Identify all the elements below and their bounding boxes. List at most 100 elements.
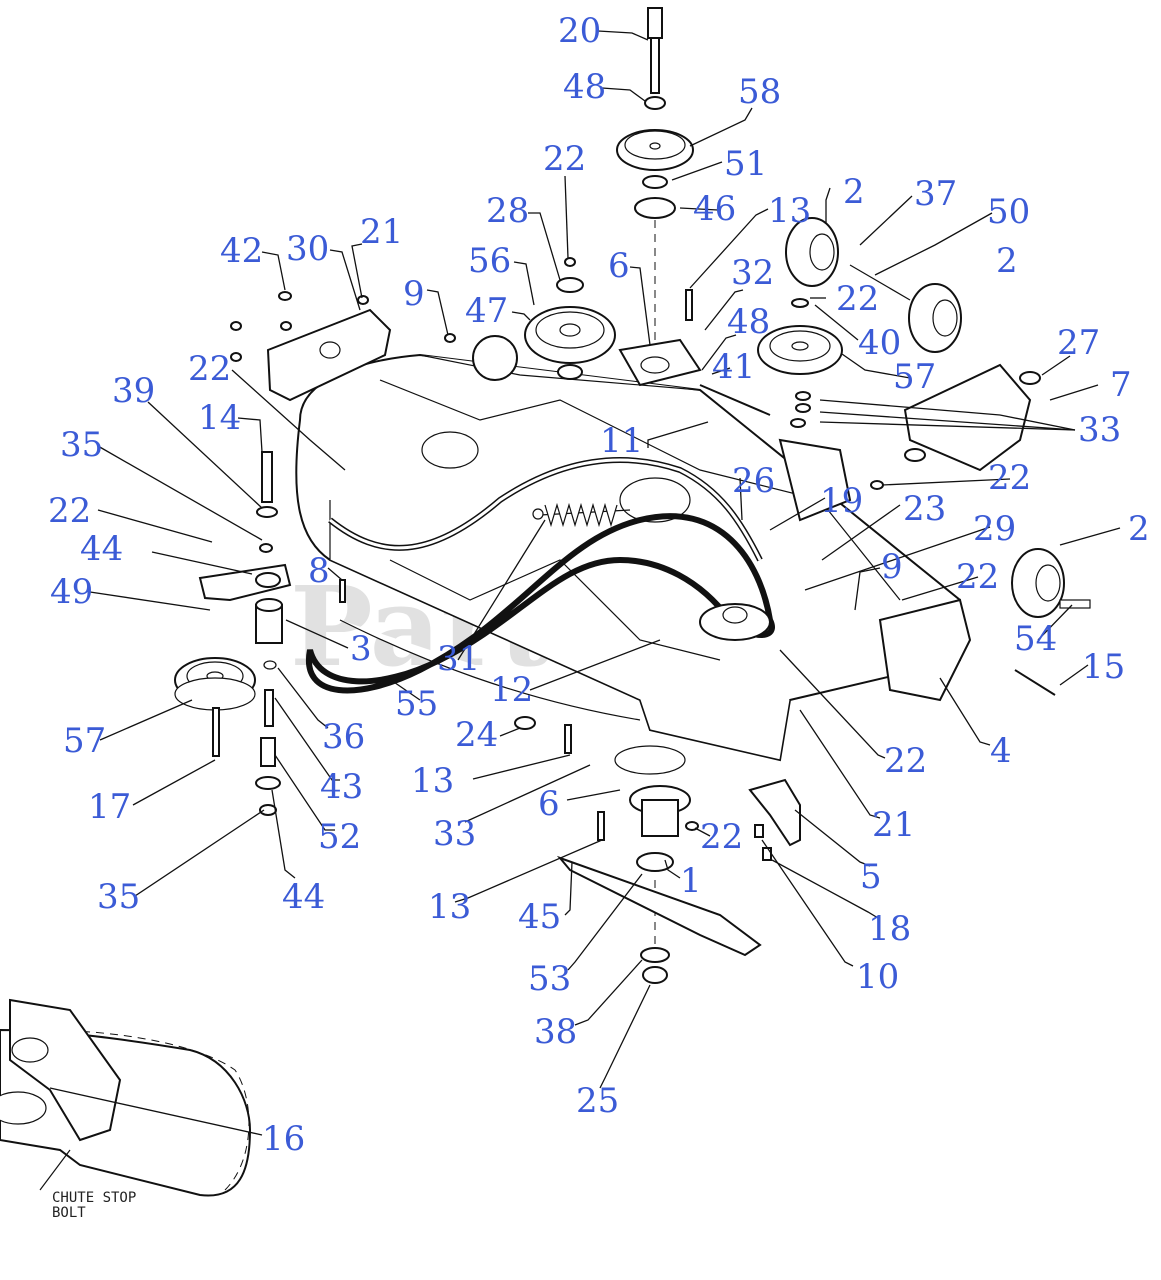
right-spindle — [699, 603, 771, 641]
callout-7: 7 — [1110, 365, 1132, 405]
callout-20: 20 — [558, 11, 601, 51]
right-bracket — [790, 363, 1041, 490]
bolt-13-mid — [564, 724, 572, 754]
callout-53: 53 — [528, 959, 571, 999]
callout-19: 19 — [820, 481, 863, 521]
callout-17: 17 — [88, 787, 131, 827]
bolt-10 — [754, 824, 764, 838]
callout-33-b: 33 — [433, 814, 476, 854]
callout-22-e: 22 — [48, 491, 91, 531]
callout-48-mid: 48 — [727, 302, 770, 342]
callout-23: 23 — [903, 489, 946, 529]
callout-52: 52 — [318, 817, 361, 857]
callout-41: 41 — [712, 347, 755, 387]
callout-11: 11 — [600, 421, 643, 461]
callout-54: 54 — [1014, 619, 1057, 659]
callout-44-a: 44 — [80, 529, 123, 569]
callout-24: 24 — [455, 715, 498, 755]
rod-11 — [699, 384, 771, 416]
callout-21-a: 21 — [360, 212, 403, 252]
wheel-right — [1011, 548, 1091, 618]
callout-27: 27 — [1057, 323, 1100, 363]
callout-57-top: 57 — [893, 357, 936, 397]
callout-21-b: 21 — [872, 805, 915, 845]
callout-42: 42 — [220, 231, 263, 271]
callout-22-h: 22 — [700, 817, 743, 857]
callout-50: 50 — [987, 192, 1030, 232]
bolt-18 — [762, 847, 772, 861]
callout-18: 18 — [868, 909, 911, 949]
callout-16: 16 — [262, 1119, 305, 1159]
callout-36: 36 — [322, 717, 365, 757]
callout-22-b: 22 — [836, 279, 879, 319]
callout-33-a: 33 — [1078, 410, 1121, 450]
bracket-5 — [748, 778, 801, 847]
callout-44-b: 44 — [282, 877, 325, 917]
callout-4: 4 — [990, 731, 1012, 771]
callout-37: 37 — [914, 174, 957, 214]
callout-13-b: 13 — [411, 761, 454, 801]
callout-56: 56 — [468, 241, 511, 281]
callout-45: 45 — [518, 897, 561, 937]
left-pulley — [174, 657, 256, 757]
callout-numbers: 20 48 58 22 51 46 28 13 2 37 50 2 42 30 … — [48, 11, 1150, 1159]
callout-38: 38 — [534, 1012, 577, 1052]
bracket-plate — [230, 291, 392, 402]
center-spindle-stack — [614, 7, 702, 984]
bolt-9 — [444, 333, 456, 343]
callout-13-c: 13 — [428, 887, 471, 927]
bolt-13-top — [685, 289, 693, 321]
wheel-upper-right — [849, 264, 962, 353]
mower-blade — [556, 855, 762, 957]
leader-lines — [49, 30, 1121, 1136]
wheel-behind-deck — [472, 335, 518, 381]
callout-2-c: 2 — [1128, 509, 1150, 549]
callout-57-left: 57 — [63, 721, 106, 761]
callout-14: 14 — [198, 398, 241, 438]
callout-2-a: 2 — [843, 172, 865, 212]
callout-32: 32 — [731, 253, 774, 293]
deck-belt — [305, 457, 775, 694]
tension-spring — [532, 502, 631, 528]
callout-28: 28 — [486, 191, 529, 231]
callout-22-d: 22 — [988, 458, 1031, 498]
pin-15 — [1014, 669, 1056, 696]
callout-22-c: 22 — [188, 349, 231, 389]
callout-22-g: 22 — [884, 741, 927, 781]
callout-9-b: 9 — [881, 547, 903, 587]
callout-12: 12 — [490, 670, 533, 710]
callout-10: 10 — [856, 957, 899, 997]
bolt-13-low — [597, 811, 605, 841]
callout-58: 58 — [738, 72, 781, 112]
callout-35-a: 35 — [60, 425, 103, 465]
callout-13-a: 13 — [768, 191, 811, 231]
callout-9-a: 9 — [403, 274, 425, 314]
bolt-8 — [339, 579, 346, 603]
callout-29: 29 — [973, 509, 1016, 549]
callout-15: 15 — [1082, 647, 1125, 687]
callout-6-a: 6 — [608, 246, 630, 286]
callout-55: 55 — [395, 684, 438, 724]
callout-22-a: 22 — [543, 139, 586, 179]
callout-48-top: 48 — [563, 67, 606, 107]
callout-8: 8 — [308, 551, 330, 591]
callout-3: 3 — [350, 629, 372, 669]
callout-49: 49 — [50, 572, 93, 612]
chute-inset — [0, 998, 252, 1197]
idler-arm — [198, 451, 292, 816]
callout-46: 46 — [693, 189, 736, 229]
callout-30: 30 — [286, 229, 329, 269]
right-pulley — [757, 298, 843, 375]
callout-43: 43 — [320, 767, 363, 807]
callout-47: 47 — [465, 291, 508, 331]
callout-26: 26 — [732, 461, 775, 501]
callout-5: 5 — [860, 857, 882, 897]
wheel-upper-left — [785, 217, 839, 287]
callout-40: 40 — [858, 323, 901, 363]
callout-6-b: 6 — [538, 784, 560, 824]
chute-stop-label-line1: CHUTE STOP — [52, 1190, 136, 1206]
callout-22-f: 22 — [956, 557, 999, 597]
callout-31: 31 — [437, 639, 480, 679]
